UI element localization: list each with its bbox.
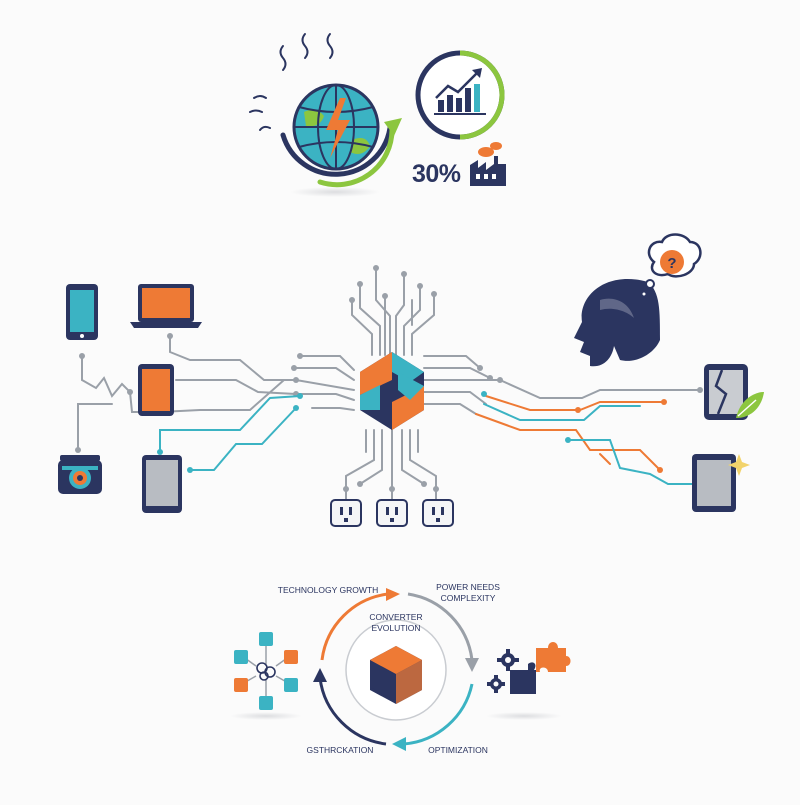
power-outlet-icon bbox=[330, 499, 362, 527]
converter-chip-icon bbox=[360, 352, 424, 430]
power-outlet-icon bbox=[422, 499, 454, 527]
globe-energy-icon bbox=[249, 33, 402, 197]
cycle-label-technology-growth: TECHNOLOGY GROWTH bbox=[278, 585, 378, 595]
cycle-label-bottom-left: GSTHRCKATION bbox=[307, 745, 374, 755]
growth-chart-icon bbox=[415, 50, 505, 140]
smartphone-icon bbox=[66, 284, 98, 340]
broken-phone-icon bbox=[704, 364, 748, 420]
cycle-diagram bbox=[313, 588, 479, 751]
tablet-icon bbox=[142, 455, 182, 513]
cycle-label-complexity: COMPLEXITY bbox=[441, 593, 496, 603]
leaf-icon bbox=[736, 392, 764, 418]
tablet-icon bbox=[692, 454, 750, 512]
cycle-center-label-line2: EVOLUTION bbox=[371, 623, 420, 633]
cycle-label-optimization: OPTIMIZATION bbox=[428, 745, 488, 755]
power-outlet-icon bbox=[376, 499, 408, 527]
circuit-traces bbox=[75, 265, 703, 501]
cycle-center-label-line1: CONVERTER bbox=[369, 612, 422, 622]
factory-icon bbox=[470, 142, 506, 186]
cycle-label-power-needs: POWER NEEDS bbox=[436, 582, 500, 592]
thinking-head-icon bbox=[574, 278, 660, 367]
thought-bubble-icon: ? bbox=[640, 233, 702, 298]
laptop-icon bbox=[130, 284, 202, 328]
question-mark-icon: ? bbox=[667, 255, 676, 272]
network-nodes-icon bbox=[230, 632, 302, 720]
tablet-icon bbox=[138, 364, 174, 416]
camera-icon bbox=[58, 455, 102, 494]
gears-puzzle-icon bbox=[486, 642, 571, 720]
stat-percentage: 30% bbox=[412, 160, 461, 188]
